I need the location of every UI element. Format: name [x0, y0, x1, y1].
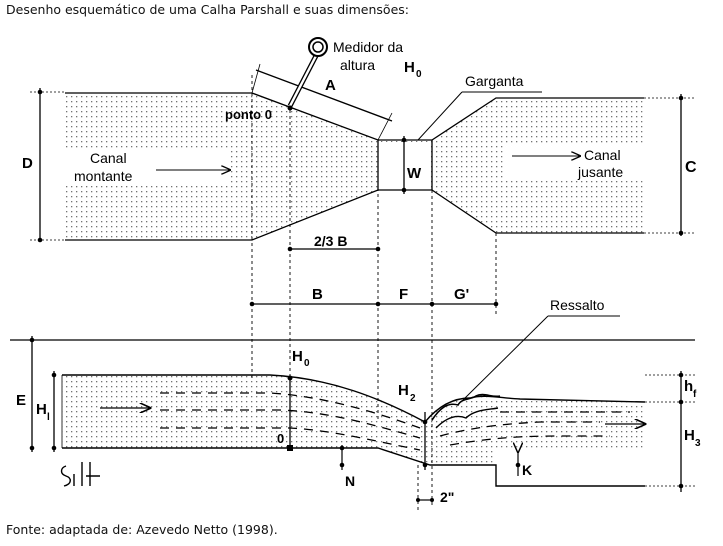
dim-two-thirds-b-label: 2/3 B — [314, 233, 347, 249]
dim-h1-label: H — [36, 401, 47, 418]
dim-w-label: W — [407, 165, 422, 182]
dim-n-label: N — [345, 473, 355, 489]
flume-plan-fill — [65, 93, 644, 240]
dim-d-label: D — [22, 155, 33, 172]
throat-label: Garganta — [465, 73, 524, 89]
dim-h3-label: H — [684, 427, 695, 444]
dim-h2-sub: 2 — [410, 393, 416, 404]
throat-leader — [417, 91, 463, 141]
dim-hf-label: h — [684, 378, 693, 395]
dim-c-label: C — [685, 159, 697, 176]
jump-leader — [462, 315, 549, 401]
flume-floor — [62, 447, 645, 487]
profile-view: E H l H 0 0 H 2 N K 2" — [10, 297, 701, 512]
dim-b-label: B — [312, 286, 323, 303]
dim-k-label: K — [522, 462, 532, 478]
zero-label: 0 — [277, 431, 284, 446]
jump-label: Ressalto — [550, 297, 605, 313]
height-gauge — [287, 37, 328, 111]
downstream-label-1: Canal — [584, 147, 621, 163]
dim-h0-sub: 0 — [304, 358, 310, 369]
throat-label-bg — [380, 142, 430, 188]
water-surface — [62, 374, 426, 423]
dimension-row: B F G' — [249, 286, 499, 307]
dim-a-line — [255, 69, 393, 122]
plan-view: D C W A Medidor da altura H 0 ponto 0 — [22, 37, 697, 252]
dim-h1-sub: l — [47, 412, 50, 423]
dim-e-label: E — [16, 392, 26, 409]
streamlines — [160, 392, 630, 451]
figure-source: Fonte: adaptada de: Azevedo Netto (1998)… — [6, 522, 278, 537]
jump-turbulence — [431, 393, 501, 421]
dim-g-label: G' — [454, 286, 469, 303]
dim-two-inch-label: 2" — [440, 489, 454, 505]
ponto0-label: ponto 0 — [225, 107, 272, 122]
figure-title: Desenho esquemático de uma Calha Parshal… — [6, 2, 409, 17]
gauge-label-1: Medidor da — [333, 39, 403, 55]
dim-h2-label: H — [398, 382, 409, 399]
downstream-label-bg — [505, 143, 645, 181]
gauge-label-h: H — [404, 59, 415, 76]
upstream-label-1: Canal — [90, 150, 127, 166]
upstream-label-bg — [62, 148, 230, 186]
dim-h3-sub: 3 — [695, 438, 701, 449]
downstream-label-2: jusante — [577, 164, 623, 180]
upstream-label-2: montante — [74, 168, 133, 184]
author-signature — [60, 462, 100, 487]
gauge-label-2: altura — [340, 57, 375, 73]
dim-a-label: A — [325, 77, 336, 94]
dim-h0-label: H — [292, 348, 303, 365]
gauge-label-h-sub: 0 — [416, 69, 422, 80]
dim-f-label: F — [399, 286, 408, 303]
dim-hf-sub: f — [693, 389, 697, 400]
